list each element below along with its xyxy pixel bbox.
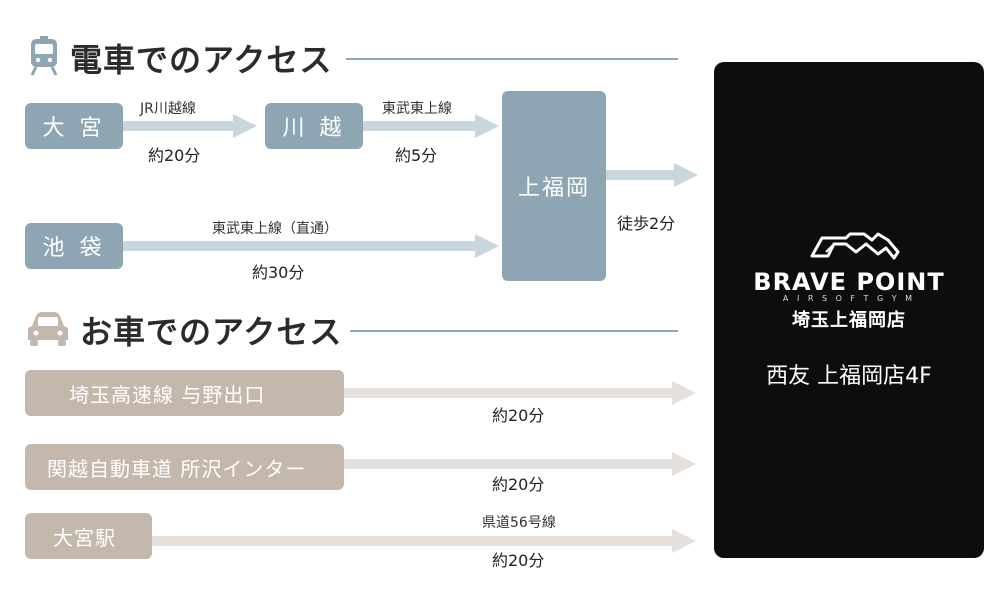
train-section-title: 電車でのアクセス <box>70 41 333 79</box>
station-omiya: 大 宮 <box>25 103 123 149</box>
train-section-rule <box>346 58 678 60</box>
car-route-time-2: 約20分 <box>492 475 545 494</box>
train-icon <box>28 35 60 77</box>
brave-point-logo-icon <box>810 232 900 260</box>
route-time-omiya: 約20分 <box>148 146 201 165</box>
car-route-start-1: 埼玉高速線 与野出口 <box>25 370 344 416</box>
station-kawagoe: 川 越 <box>265 103 363 149</box>
car-route-start-3: 大宮駅 <box>25 513 152 559</box>
car-route-time-1: 約20分 <box>492 406 545 425</box>
destination-location: 西友 上福岡店4F <box>766 364 932 389</box>
route-line-kawagoe: 東武東上線 <box>382 101 452 117</box>
car-icon <box>26 310 70 348</box>
arrow-kawagoe-kamifukuoka <box>363 114 499 138</box>
route-line-ikebukuro: 東武東上線（直通） <box>212 221 338 237</box>
arrow-ikebukuro-kamifukuoka <box>123 234 499 258</box>
car-route-start-2: 関越自動車道 所沢インター <box>25 444 344 490</box>
car-route-arrow-1 <box>344 381 696 405</box>
car-route-arrow-2 <box>344 452 696 476</box>
car-section-title: お車でのアクセス <box>80 313 343 351</box>
car-route-time-3: 約20分 <box>492 551 545 570</box>
route-time-walk: 徒歩2分 <box>617 214 676 233</box>
route-time-ikebukuro: 約30分 <box>252 263 305 282</box>
brand-logo-text: BRAVE POINT <box>753 268 945 296</box>
station-kamifukuoka: 上福岡 <box>502 91 606 281</box>
brand-branch-name: 埼玉上福岡店 <box>792 310 906 331</box>
station-ikebukuro: 池 袋 <box>25 223 123 269</box>
route-time-kawagoe: 約5分 <box>395 146 438 165</box>
car-route-arrow-3 <box>152 529 696 553</box>
car-route-road-3: 県道56号線 <box>482 515 556 531</box>
car-section-rule <box>350 330 678 332</box>
arrow-omiya-kawagoe <box>123 114 257 138</box>
brand-logo-subtext: A I R S O F T G Y M <box>782 294 916 303</box>
route-line-omiya: JR川越線 <box>140 101 196 117</box>
destination-panel: BRAVE POINT A I R S O F T G Y M 埼玉上福岡店 西… <box>714 62 984 558</box>
arrow-kamifukuoka-destination <box>606 163 698 187</box>
